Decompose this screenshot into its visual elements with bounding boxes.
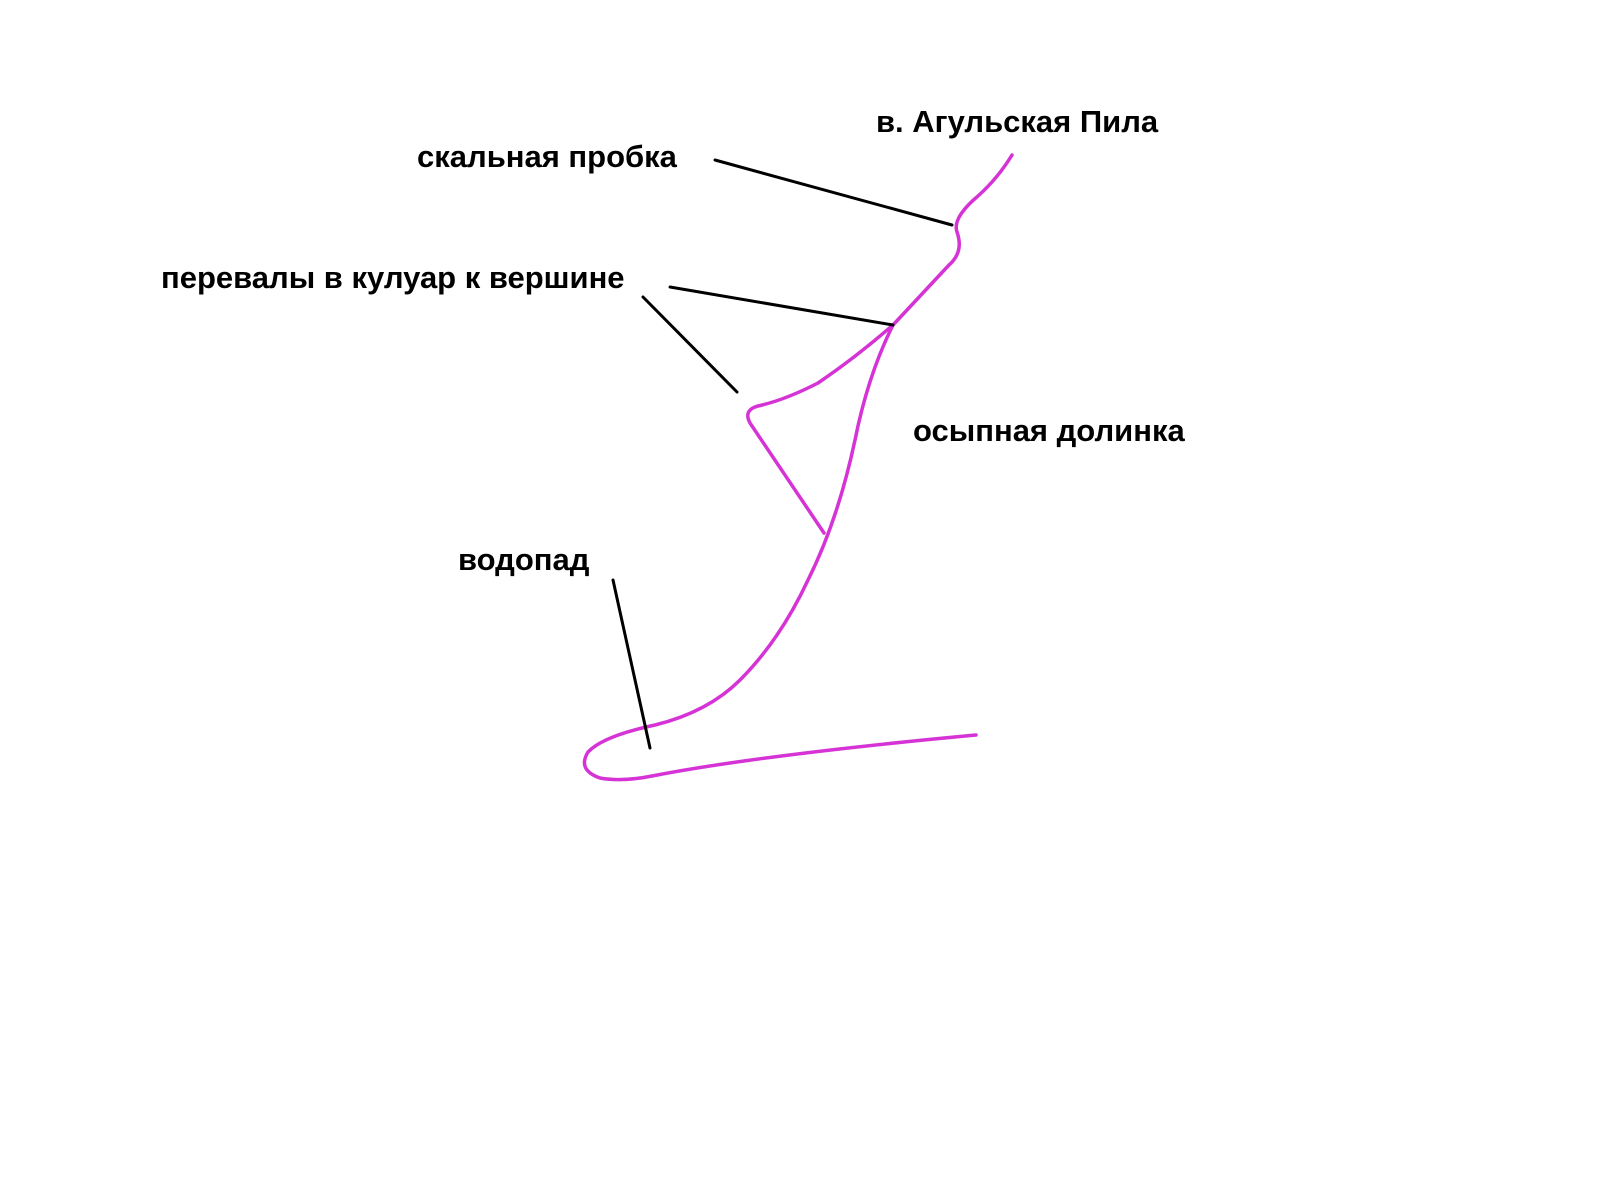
leader-rock-plug <box>713 158 954 227</box>
leader-pass-lower <box>641 295 739 394</box>
label-rock-plug: скальная пробка <box>417 139 677 174</box>
label-waterfall: водопад <box>458 542 590 577</box>
label-scree-valley: осыпная долинка <box>913 413 1185 448</box>
label-summit: в. Агульская Пила <box>876 104 1159 139</box>
route-branch-path <box>746 323 895 535</box>
leader-waterfall <box>611 578 652 750</box>
route-main-path <box>582 153 1014 782</box>
label-passes: перевалы в кулуар к вершине <box>161 260 625 295</box>
leader-pass-upper <box>668 285 895 327</box>
